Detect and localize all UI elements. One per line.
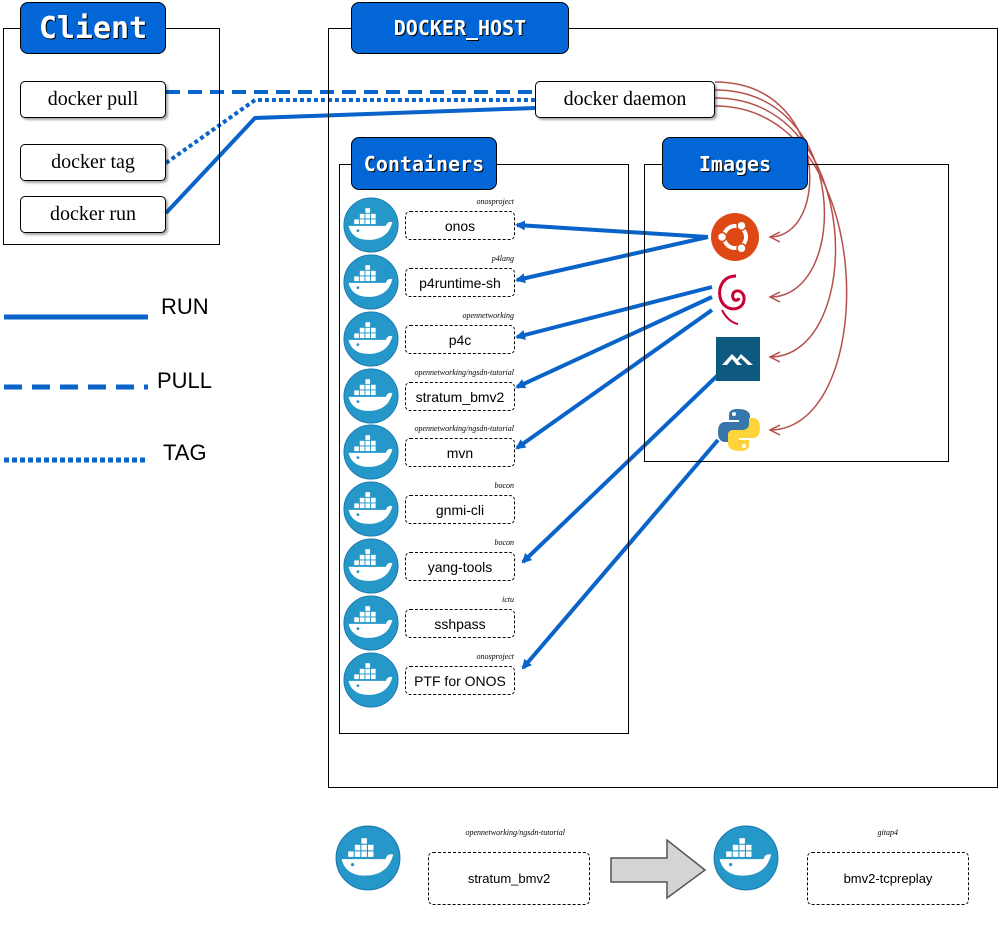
daemon-to-python	[714, 105, 848, 430]
debian-to-stratum	[515, 295, 713, 389]
images-title: Images	[662, 137, 808, 190]
docker-whale-icon	[335, 825, 401, 896]
container-sshpass: sshpass	[405, 609, 515, 638]
container-p4c: p4c	[405, 325, 515, 354]
container-source: onosproject	[476, 197, 514, 206]
container-source: onosproject	[476, 652, 514, 661]
container-source: bocon	[494, 538, 514, 547]
legend-pull-label: PULL	[157, 368, 213, 393]
container-gnmi-cli: gnmi-cli	[405, 495, 515, 524]
container-mvn: mvn	[405, 438, 515, 467]
docker-whale-icon	[343, 311, 399, 372]
docker-tag-command: docker tag	[20, 144, 166, 181]
legend-tag-label: TAG	[163, 440, 207, 465]
container-p4runtime-sh: p4runtime-sh	[405, 268, 515, 297]
docker-whale-icon	[343, 197, 399, 258]
ubuntu-icon	[711, 213, 759, 261]
container-ptf-for-onos: PTF for ONOS	[405, 666, 515, 695]
docker-whale-icon	[343, 595, 399, 656]
container-yang-tools: yang-tools	[405, 552, 515, 581]
docker-whale-icon	[343, 652, 399, 713]
client-title: Client	[20, 2, 166, 54]
docker-whale-icon	[343, 481, 399, 542]
images-frame	[644, 164, 949, 462]
docker-run-command: docker run	[20, 196, 166, 233]
docker-whale-icon	[343, 424, 399, 485]
transform-to-container: bmv2-tcpreplay	[807, 852, 969, 905]
docker-whale-icon	[343, 368, 399, 429]
container-source: ictu	[502, 595, 514, 604]
docker-pull-command: docker pull	[20, 81, 166, 118]
container-source: opennetworking/ngsdn-tutorial	[414, 368, 514, 377]
transform-to-source: gitap4	[877, 828, 898, 837]
transform-arrow	[610, 838, 707, 900]
debian-icon	[718, 274, 746, 325]
alpine-icon	[716, 337, 760, 381]
container-source: p4lang	[491, 254, 514, 263]
transform-from-source: opennetworking/ngsdn-tutorial	[465, 828, 565, 837]
run-line	[164, 106, 536, 215]
python-icon	[718, 409, 760, 451]
container-source: opennetworking/ngsdn-tutorial	[414, 424, 514, 433]
daemon-to-debian	[714, 89, 826, 297]
ubuntu-to-onos	[515, 220, 709, 239]
debian-to-p4c	[515, 285, 713, 340]
python-to-ptf	[521, 438, 720, 670]
container-stratum-bmv2: stratum_bmv2	[405, 382, 515, 411]
docker-whale-icon	[343, 254, 399, 315]
docker-host-frame	[328, 28, 998, 788]
containers-title: Containers	[351, 137, 497, 190]
transform-from-container: stratum_bmv2	[428, 852, 590, 905]
docker-daemon: docker daemon	[535, 81, 715, 118]
docker-whale-icon	[343, 538, 399, 599]
container-source: opennetworking	[462, 311, 514, 320]
daemon-to-alpine	[714, 97, 837, 357]
container-source: bocon	[494, 481, 514, 490]
container-onos: onos	[405, 211, 515, 240]
debian-to-mvn	[515, 308, 714, 450]
ubuntu-to-p4runtime	[515, 235, 709, 284]
docker-whale-icon	[713, 825, 779, 896]
tag-line	[164, 98, 535, 165]
legend-run-label: RUN	[161, 294, 209, 319]
docker-host-title: DOCKER_HOST	[351, 2, 569, 54]
alpine-to-yangtools	[521, 373, 720, 564]
